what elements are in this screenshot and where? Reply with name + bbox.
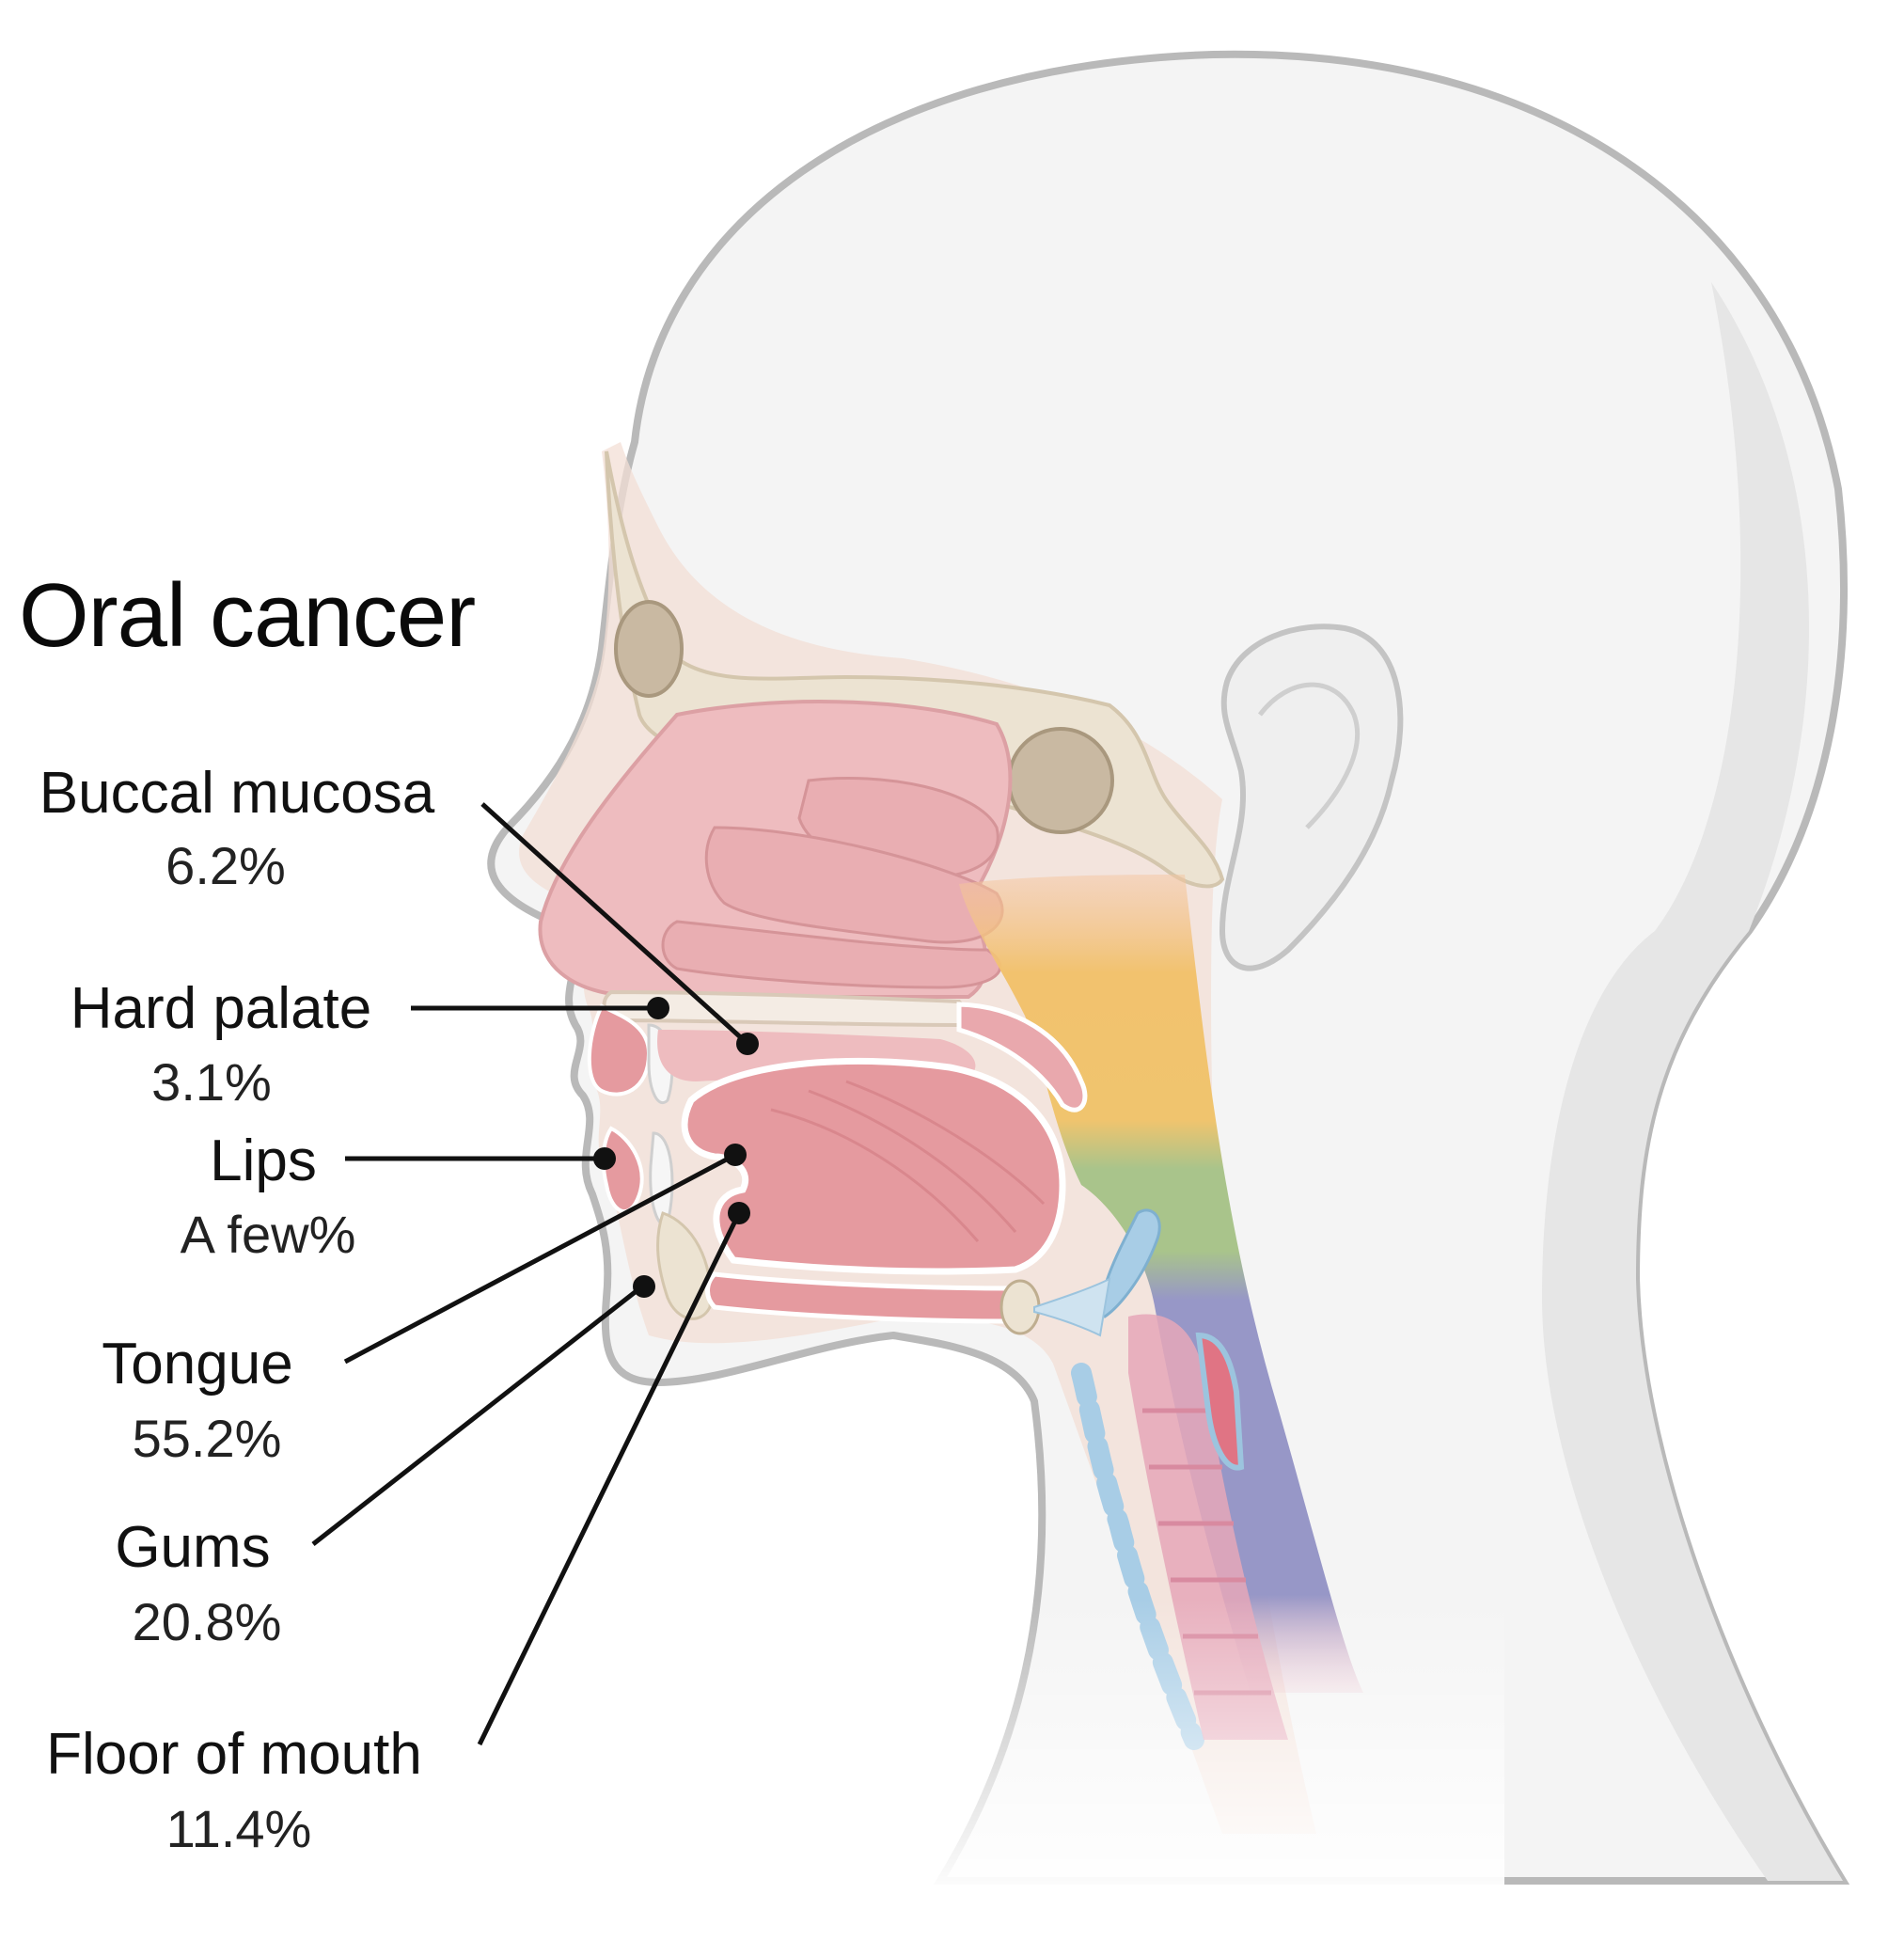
dot-gums xyxy=(633,1275,655,1298)
nasal-turbinate-middle xyxy=(704,826,1004,944)
frontal-sinus xyxy=(614,600,684,698)
tongue-fiber-1 xyxy=(770,1108,980,1242)
tongue-fiber-2 xyxy=(808,1089,1017,1233)
percent-buccal-mucosa: 6.2% xyxy=(165,836,286,895)
target-dots xyxy=(593,997,759,1298)
sphenoid-sinus xyxy=(1007,727,1114,834)
percent-floor-of-mouth: 11.4% xyxy=(165,1799,312,1858)
label-floor-of-mouth: Floor of mouth xyxy=(46,1722,422,1787)
label-lips: Lips xyxy=(210,1128,317,1193)
head-back-shading xyxy=(1542,282,1843,1881)
mandible-bone xyxy=(656,1211,713,1320)
trachea-rings xyxy=(1142,1408,1271,1696)
soft-palate xyxy=(956,1002,1088,1113)
label-gums: Gums xyxy=(115,1515,271,1580)
percent-hard-palate: 3.1% xyxy=(151,1052,272,1112)
leader-line-floor-of-mouth xyxy=(477,1211,742,1746)
tongue-fiber-3 xyxy=(845,1080,1046,1206)
vocal-cord xyxy=(1195,1332,1245,1471)
ear-inner-fold xyxy=(1258,682,1361,829)
dot-tongue xyxy=(724,1144,747,1166)
percent-tongue: 55.2% xyxy=(132,1409,282,1468)
nasal-turbinate-lower xyxy=(661,920,1002,989)
dot-hard-palate xyxy=(647,997,669,1019)
percent-lips: A few% xyxy=(180,1205,356,1264)
leader-line-gums xyxy=(311,1285,644,1546)
dot-buccal-mucosa xyxy=(736,1033,759,1055)
leader-line-buccal-mucosa xyxy=(480,802,747,1043)
diagram-title: Oral cancer xyxy=(19,565,476,666)
upper-lip xyxy=(587,1003,652,1097)
tongue xyxy=(681,1057,1066,1275)
dot-floor-of-mouth xyxy=(728,1202,750,1224)
label-hard-palate: Hard palate xyxy=(70,976,372,1041)
dot-lips xyxy=(593,1147,616,1170)
label-tongue: Tongue xyxy=(102,1332,293,1397)
leader-line-tongue xyxy=(343,1152,737,1365)
neck-fade xyxy=(846,1599,1504,1900)
hyoid-ligament xyxy=(1033,1277,1111,1337)
percent-gums: 20.8% xyxy=(132,1592,282,1651)
leader-lines xyxy=(311,802,747,1746)
ear xyxy=(1219,623,1404,971)
label-buccal-mucosa: Buccal mucosa xyxy=(39,761,435,826)
